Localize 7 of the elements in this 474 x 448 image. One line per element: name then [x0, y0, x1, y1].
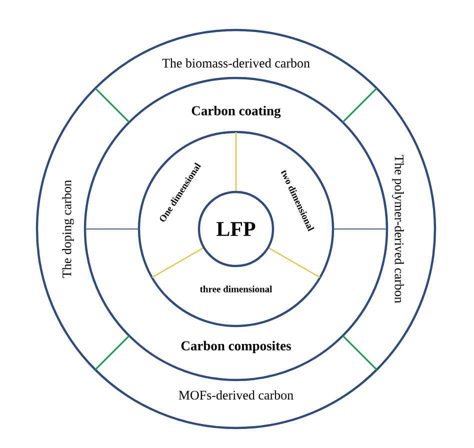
ring-label: MOFs-derived carbon	[178, 390, 294, 400]
ring-label: Carbon coating	[192, 106, 281, 118]
ring-label: The doping carbon	[62, 180, 74, 278]
ring-label: The biomass-derived carbon	[162, 58, 310, 68]
ring-label: Carbon composites	[181, 340, 291, 354]
ring-label: The polymer-derived carbon	[392, 155, 404, 304]
sector-label: three dimensional	[200, 286, 272, 292]
